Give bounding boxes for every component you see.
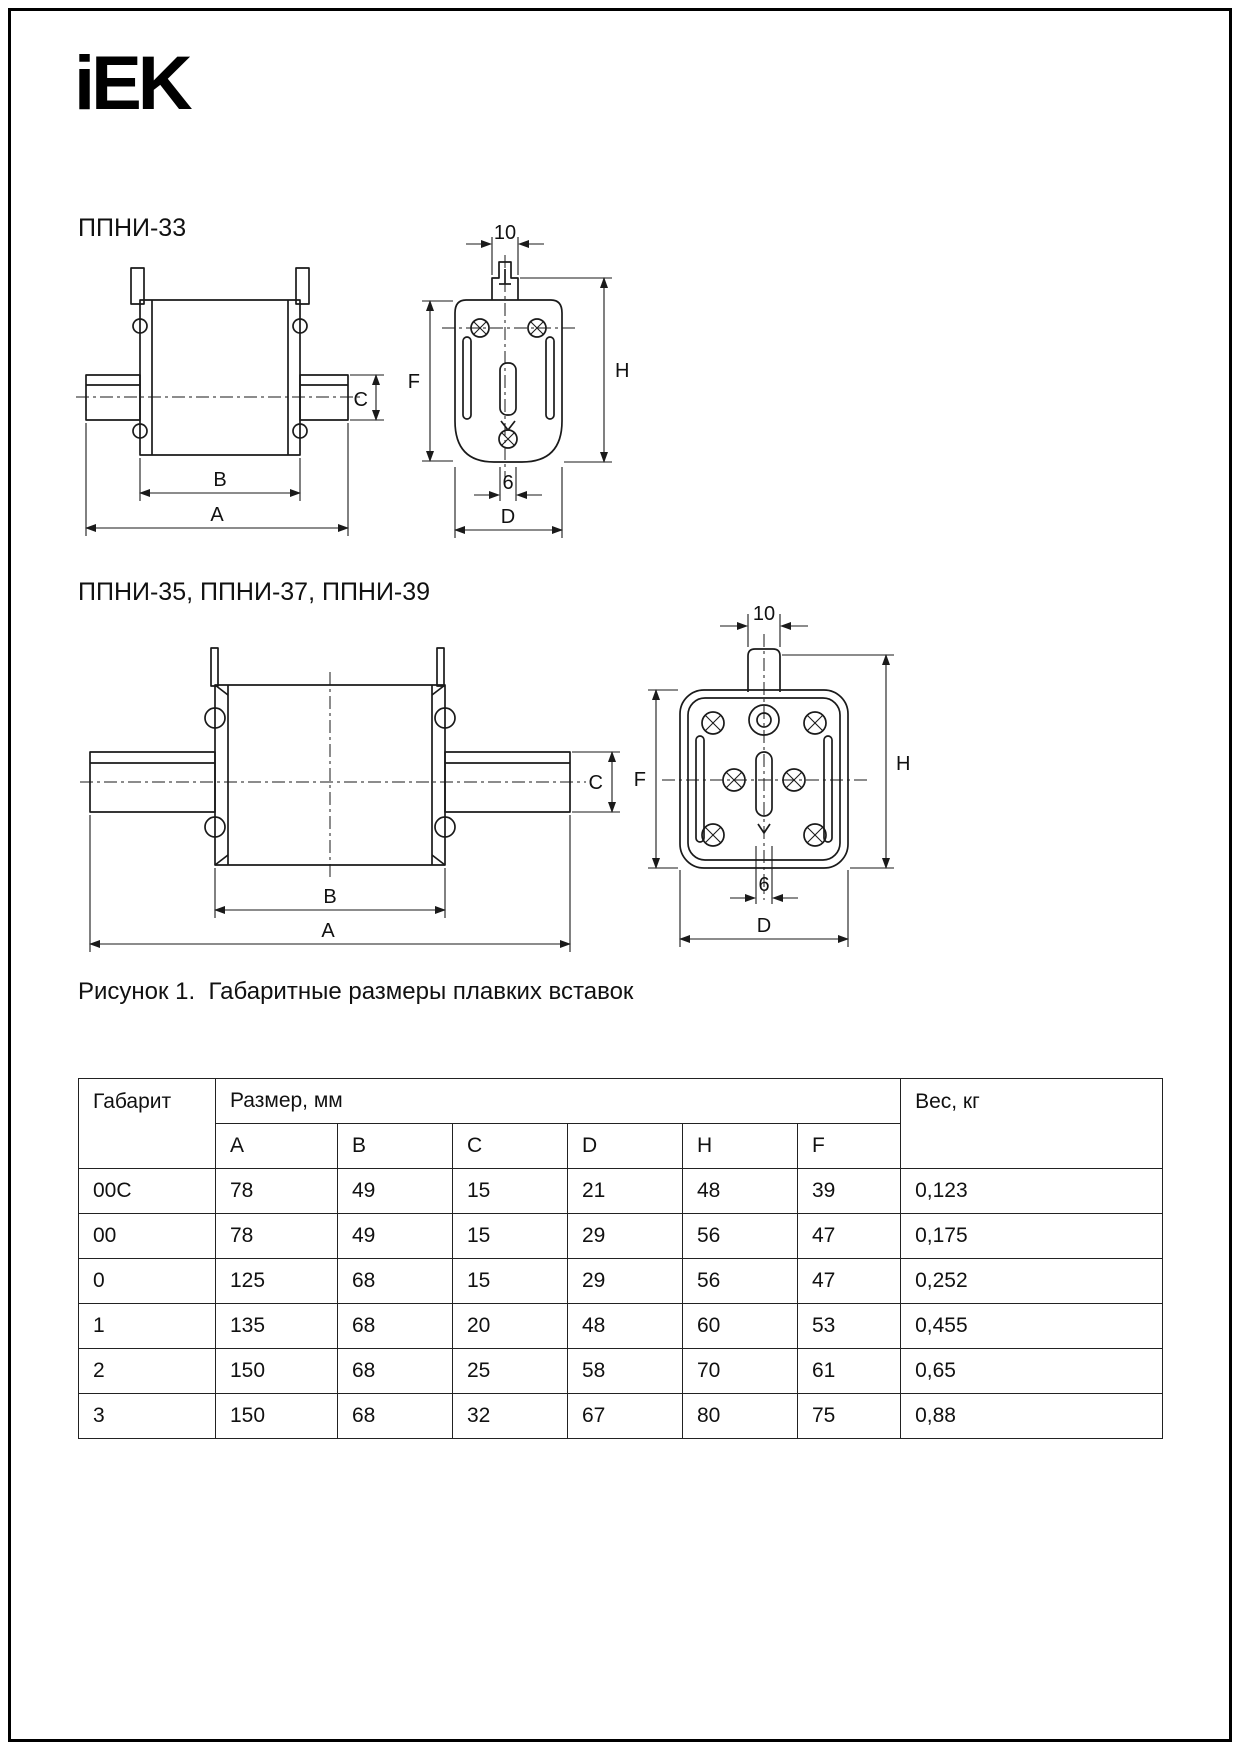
ppni-35-37-39-drawing: C B A 10 F H 6 D: [80, 603, 910, 952]
table-header-row-1: Габарит Размер, мм Вес, кг: [78, 1078, 1164, 1169]
cell-weight: 0,252: [900, 1258, 1164, 1304]
ppni33-front-view: [454, 261, 563, 463]
dimension-labels-2: C B A 10 F H 6 D: [321, 603, 910, 942]
dimension-lines: [85, 237, 612, 538]
col-header-gabarit: Габарит: [78, 1078, 216, 1169]
front-centerlines: [442, 255, 576, 483]
table-cell: 68: [337, 1393, 453, 1439]
section-label-ppni-33: ППНИ-33: [78, 214, 187, 242]
table-cell: 47: [796, 1213, 902, 1259]
table-row: 0 125 68 15 29 56 47 0,252: [78, 1258, 1164, 1304]
table-cell: 135: [215, 1303, 338, 1349]
cell-gabarit: 00: [78, 1213, 216, 1259]
table-cell: 20: [452, 1303, 568, 1349]
dim-label-10: 10: [494, 225, 516, 244]
table-header-row-2: A B C D H F: [79, 1123, 1163, 1169]
table-cell: 56: [682, 1213, 798, 1259]
col-header-a: A: [215, 1123, 338, 1169]
table-cell: 80: [682, 1393, 798, 1439]
table-cell: 15: [452, 1213, 568, 1259]
dimension-lines-2: [89, 614, 894, 952]
cell-gabarit: 3: [78, 1393, 216, 1439]
dim-label-f: F: [408, 371, 420, 393]
front-centerlines-2: [662, 634, 870, 900]
cell-gabarit: 1: [78, 1303, 216, 1349]
table-cell: 75: [796, 1393, 902, 1439]
dim-label-c: C: [589, 772, 603, 794]
cell-weight: 0,455: [900, 1303, 1164, 1349]
table-row: 3 150 68 32 67 80 75 0,88: [78, 1393, 1164, 1439]
dim-label-a: A: [321, 920, 335, 942]
table-cell: 21: [567, 1168, 683, 1214]
col-header-f: F: [796, 1123, 902, 1169]
section-label-ppni-35-37-39: ППНИ-35, ППНИ-37, ППНИ-39: [78, 578, 431, 606]
table-cell: 29: [567, 1213, 683, 1259]
table-row: 2 150 68 25 58 70 61 0,65: [78, 1348, 1164, 1394]
dim-label-h: H: [896, 753, 910, 775]
table-cell: 32: [452, 1393, 568, 1439]
table-cell: 49: [337, 1168, 453, 1214]
figure-caption: Рисунок 1. Габаритные размеры плавких вс…: [78, 978, 634, 1005]
dim-label-d: D: [501, 506, 515, 528]
table-cell: 53: [796, 1303, 902, 1349]
col-header-c: C: [452, 1123, 568, 1169]
dim-label-b: B: [323, 886, 336, 908]
dimensions-table: Габарит Размер, мм Вес, кг A B C D H F 0…: [78, 1078, 1164, 1439]
col-header-d: D: [567, 1123, 683, 1169]
cell-weight: 0,175: [900, 1213, 1164, 1259]
cell-weight: 0,65: [900, 1348, 1164, 1394]
dim-label-b: B: [213, 469, 226, 491]
table-cell: 56: [682, 1258, 798, 1304]
dim-label-f: F: [634, 769, 646, 791]
table-cell: 15: [452, 1258, 568, 1304]
table-cell: 29: [567, 1258, 683, 1304]
table-cell: 78: [215, 1168, 338, 1214]
ppni35-side-view: [89, 647, 571, 866]
iek-logo: iEK: [74, 41, 193, 126]
table-cell: 48: [682, 1168, 798, 1214]
ppni33-side-view: [85, 267, 349, 456]
table-cell: 49: [337, 1213, 453, 1259]
dim-label-6: 6: [502, 472, 513, 494]
table-cell: 47: [796, 1258, 902, 1304]
col-header-b: B: [337, 1123, 453, 1169]
table-cell: 150: [215, 1348, 338, 1394]
table-cell: 68: [337, 1348, 453, 1394]
table-cell: 125: [215, 1258, 338, 1304]
table-cell: 58: [567, 1348, 683, 1394]
col-header-h: H: [682, 1123, 798, 1169]
table-cell: 70: [682, 1348, 798, 1394]
table-cell: 15: [452, 1168, 568, 1214]
dim-label-c: C: [354, 389, 368, 411]
table-row: 00C 78 49 15 21 48 39 0,123: [78, 1168, 1164, 1214]
dim-label-10: 10: [753, 603, 775, 625]
cell-weight: 0,88: [900, 1393, 1164, 1439]
screw-hole-crosses: [472, 320, 545, 447]
table-cell: 61: [796, 1348, 902, 1394]
table-row: 1 135 68 20 48 60 53 0,455: [78, 1303, 1164, 1349]
cell-weight: 0,123: [900, 1168, 1164, 1214]
table-cell: 78: [215, 1213, 338, 1259]
table-cell: 68: [337, 1258, 453, 1304]
dim-label-6: 6: [758, 874, 769, 896]
table-cell: 39: [796, 1168, 902, 1214]
table-cell: 48: [567, 1303, 683, 1349]
dim-label-h: H: [615, 360, 629, 382]
col-header-weight: Вес, кг: [900, 1078, 1164, 1169]
side-centerlines: [80, 672, 586, 878]
table-cell: 68: [337, 1303, 453, 1349]
table-cell: 67: [567, 1393, 683, 1439]
cell-gabarit: 2: [78, 1348, 216, 1394]
ppni-33-drawing: C B A 10 F H 6 D: [76, 225, 629, 538]
dim-label-a: A: [210, 504, 224, 526]
table-cell: 60: [682, 1303, 798, 1349]
dimension-labels: C B A 10 F H 6 D: [210, 225, 629, 528]
cell-gabarit: 00C: [78, 1168, 216, 1214]
table-cell: 25: [452, 1348, 568, 1394]
col-header-size: Размер, мм: [214, 1078, 902, 1124]
cell-gabarit: 0: [78, 1258, 216, 1304]
table-cell: 150: [215, 1393, 338, 1439]
dim-label-d: D: [757, 915, 771, 937]
table-row: 00 78 49 15 29 56 47 0,175: [78, 1213, 1164, 1259]
